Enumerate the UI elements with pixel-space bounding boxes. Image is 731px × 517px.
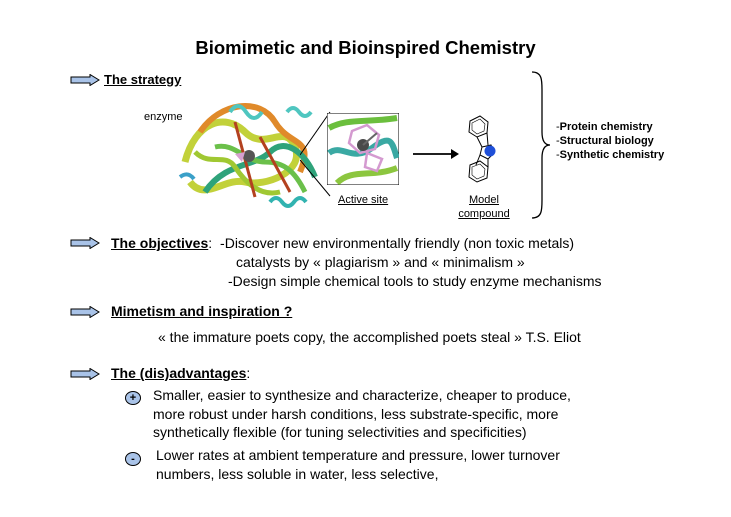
arrow-icon bbox=[70, 368, 100, 380]
arrow-icon bbox=[70, 306, 100, 318]
mimetism-heading: Mimetism and inspiration ? bbox=[111, 303, 293, 319]
related-fields-list: -Protein chemistry -Structural biology -… bbox=[556, 120, 664, 162]
enzyme-structure-image bbox=[178, 103, 318, 208]
active-site-label: Active site bbox=[338, 194, 389, 206]
field-item: -Synthetic chemistry bbox=[556, 149, 665, 161]
objectives-heading: The objectives bbox=[111, 235, 209, 251]
model-compound-label: Model compound bbox=[458, 194, 510, 220]
strategy-heading: The strategy bbox=[104, 72, 182, 87]
zoom-lines bbox=[300, 111, 331, 197]
minus-icon: - bbox=[125, 452, 141, 466]
objective-line: catalysts by « plagiarism » and « minima… bbox=[236, 254, 525, 270]
arrow-icon bbox=[70, 237, 100, 249]
curly-brace bbox=[531, 71, 551, 219]
plus-icon: + bbox=[125, 391, 141, 405]
advantages-text: Smaller, easier to synthesize and charac… bbox=[153, 387, 571, 440]
objective-line: -Design simple chemical tools to study e… bbox=[228, 273, 602, 289]
active-site-image bbox=[327, 113, 399, 185]
disadvantages-heading: The (dis)advantages bbox=[111, 365, 247, 381]
enzyme-label: enzyme bbox=[144, 111, 183, 123]
objective-line: -Discover new environmentally friendly (… bbox=[220, 235, 575, 251]
objectives-block: The objectives: -Discover new environmen… bbox=[111, 235, 575, 251]
field-item: -Structural biology bbox=[556, 135, 654, 147]
eliot-quote: « the immature poets copy, the accomplis… bbox=[158, 329, 581, 345]
model-compound-image bbox=[468, 115, 496, 183]
disadvantages-text: Lower rates at ambient temperature and p… bbox=[156, 447, 560, 482]
disadvantages-block: The (dis)advantages: bbox=[111, 365, 251, 381]
arrow-icon bbox=[70, 74, 100, 86]
page-title: Biomimetic and Bioinspired Chemistry bbox=[195, 37, 536, 58]
right-arrow-icon bbox=[413, 149, 459, 159]
field-item: -Protein chemistry bbox=[556, 121, 653, 133]
